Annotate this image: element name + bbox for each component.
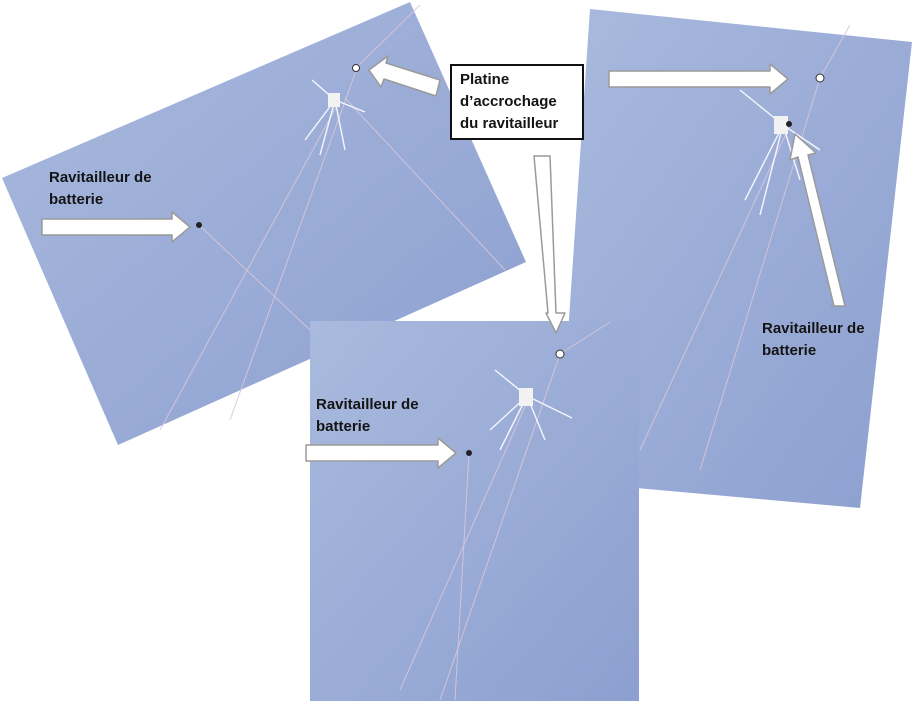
hook-plate-label: Platine d’accrochage du ravitailleur bbox=[460, 71, 559, 132]
arrow-to-battery-right bbox=[789, 133, 846, 307]
arrow-to-battery-bottom bbox=[305, 437, 457, 469]
photo-bottom bbox=[310, 321, 639, 701]
battery-supply-label-bottom: Ravitailleur de batterie bbox=[316, 396, 419, 435]
photo-right bbox=[558, 9, 912, 508]
battery-supply-bottom bbox=[466, 450, 472, 456]
hook-plate-callout: Platine d’accrochage du ravitailleur bbox=[450, 64, 584, 140]
hook-plate-bottom bbox=[555, 349, 565, 359]
arrow-to-hook-bottom bbox=[533, 155, 566, 334]
arrow-to-hook-right bbox=[608, 63, 789, 95]
kite-body-bottom bbox=[519, 388, 533, 406]
battery-supply-right bbox=[786, 121, 792, 127]
hook-plate-left bbox=[352, 64, 360, 72]
battery-supply-label-right: Ravitailleur de batterie bbox=[762, 320, 865, 359]
kite-body-right bbox=[774, 116, 788, 134]
photo-left bbox=[2, 2, 526, 445]
kite-right bbox=[739, 89, 821, 216]
hook-plate-right bbox=[815, 73, 825, 83]
battery-supply-label-left: Ravitailleur de batterie bbox=[49, 169, 152, 208]
kite-body-left bbox=[328, 93, 340, 107]
arrow-to-battery-left bbox=[41, 211, 191, 243]
battery-supply-left bbox=[196, 222, 202, 228]
arrow-to-hook-left bbox=[368, 55, 441, 97]
